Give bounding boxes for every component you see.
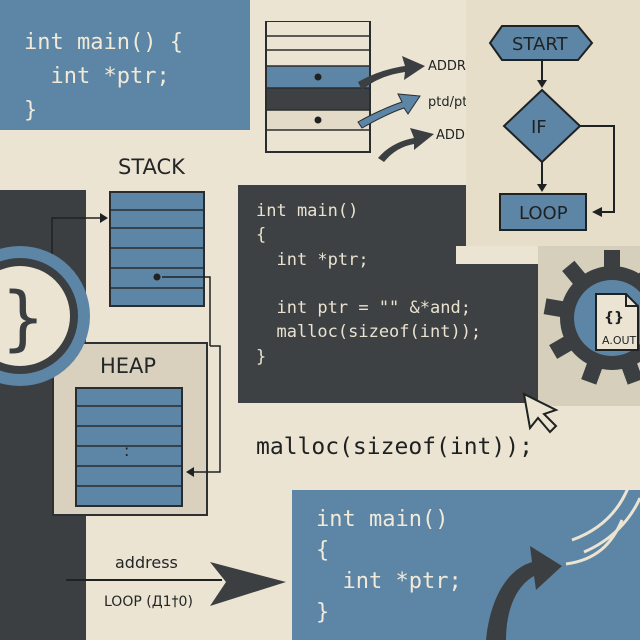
code-block-bottom-right: int main() { int *ptr; } (316, 507, 462, 625)
stack-label: STACK (118, 155, 185, 179)
code-panel-bottom-right: int main() { int *ptr; } (292, 490, 640, 640)
heap-dots: : (124, 441, 129, 460)
malloc-line: malloc(sizeof(int)); (256, 434, 533, 460)
bottom-address-label: address (115, 553, 178, 572)
brace-ring (0, 246, 90, 386)
file-icon-glyph: {} (604, 310, 624, 326)
code-block-top-left: int main() { int *ptr; } (24, 30, 183, 123)
code-block-center: int main() { int *ptr; int ptr = "" &*an… (256, 201, 482, 367)
bottom-arrow (66, 562, 286, 606)
start-label: START (512, 34, 569, 55)
if-label: IF (531, 117, 547, 138)
bottom-loop-label: LOOP (Д1†0) (104, 594, 193, 610)
heap-block (75, 387, 183, 507)
file-icon-label: A.OUT (602, 334, 637, 347)
pointer-label: ptd/ptr (428, 95, 473, 110)
loop-node (499, 193, 587, 231)
curved-arrows (486, 487, 640, 640)
cursor-icon (522, 392, 559, 434)
heap-label: HEAP (100, 354, 157, 378)
memory-block (265, 21, 371, 153)
brace-symbol: } (2, 277, 44, 359)
code-panel-top-left: int main() { int *ptr; } (0, 0, 250, 130)
start-node (488, 25, 594, 61)
loop-label: LOOP (519, 203, 568, 224)
flowchart (466, 0, 640, 246)
file-icon (595, 293, 639, 351)
stack-block (109, 191, 205, 307)
memory-arrows (357, 56, 434, 162)
